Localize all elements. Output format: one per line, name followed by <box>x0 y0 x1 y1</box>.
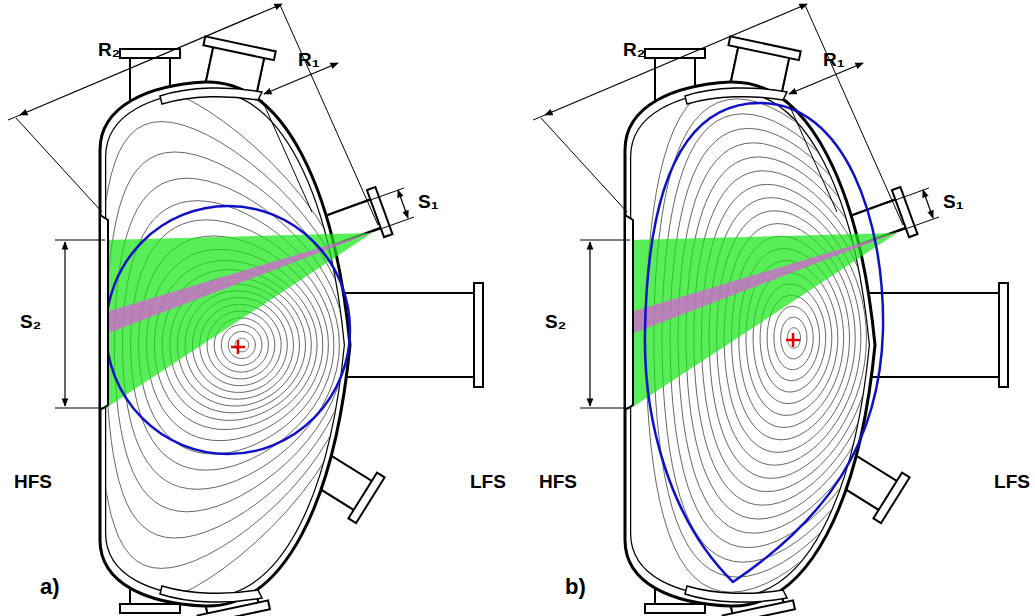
dimension-label: R₁ <box>298 50 320 69</box>
dimension-label: S₁ <box>418 192 439 211</box>
dimension-label: R₂ <box>98 40 120 59</box>
side-label: LFS <box>994 472 1030 491</box>
dimension-label: R₁ <box>823 50 845 69</box>
panel-a-circular <box>8 4 483 616</box>
dimension-label: S₂ <box>20 312 41 331</box>
side-label: HFS <box>14 472 52 491</box>
panel-label: a) <box>40 576 60 598</box>
dimension-label: R₂ <box>623 40 645 59</box>
dimension-label: S₁ <box>943 192 964 211</box>
side-label: LFS <box>470 472 506 491</box>
panel-label: b) <box>565 576 586 598</box>
dimension-label: S₂ <box>545 312 566 331</box>
panel-b-diverted <box>533 4 1008 616</box>
side-label: HFS <box>539 472 577 491</box>
